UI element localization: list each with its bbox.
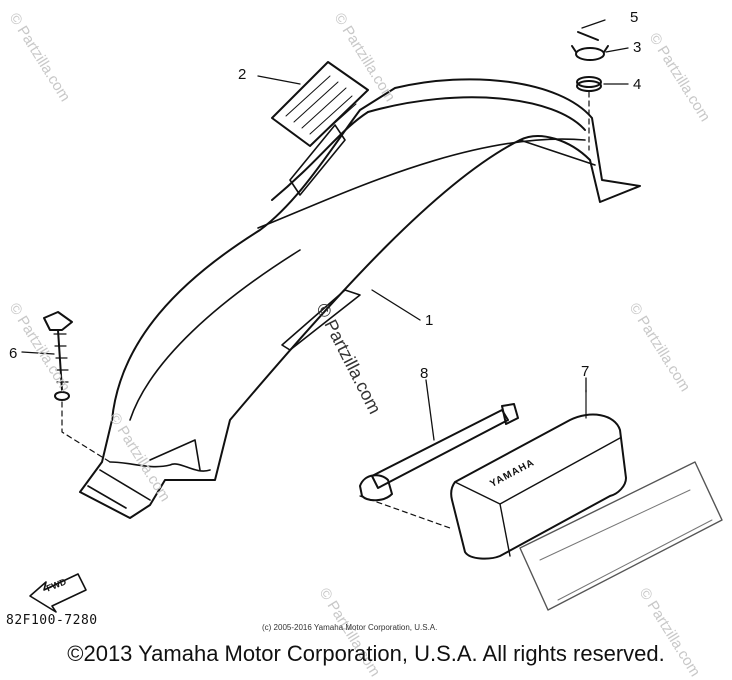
label-sticker-part [271, 61, 369, 147]
callout-leaders [21, 19, 629, 441]
small-copyright: (c) 2005-2016 Yamaha Motor Corporation, … [262, 623, 438, 632]
callout-6: 6 [9, 345, 18, 362]
footer-copyright: ©2013 Yamaha Motor Corporation, U.S.A. A… [67, 641, 665, 666]
fender-part [79, 78, 641, 519]
callout-1: 1 [425, 312, 434, 329]
fwd-arrow [29, 573, 87, 613]
callout-3: 3 [633, 39, 642, 56]
tool-bag-part [450, 389, 723, 611]
hardware-parts [571, 31, 609, 151]
callout-2: 2 [238, 66, 247, 83]
callout-8: 8 [420, 365, 429, 382]
callout-4: 4 [633, 76, 642, 93]
callout-5: 5 [630, 9, 639, 26]
callout-7: 7 [581, 363, 590, 380]
diagram-code: 82F100-7280 [6, 613, 98, 628]
strap-part [359, 403, 519, 529]
wing-bolt-part [43, 311, 111, 463]
